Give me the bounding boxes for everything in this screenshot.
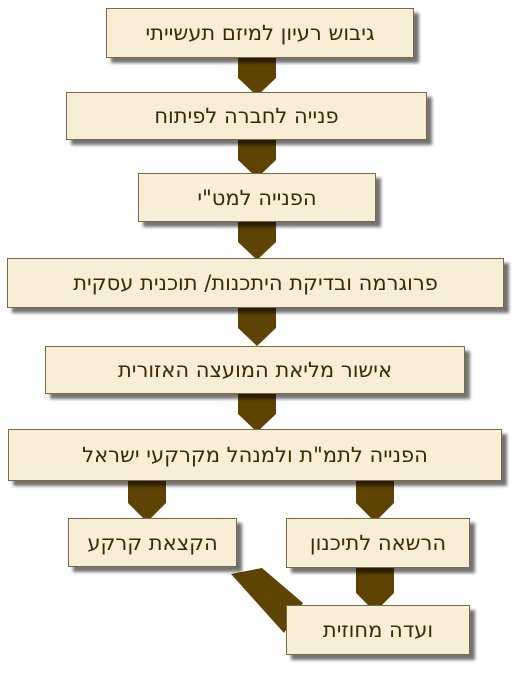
step-ministry-referral: הפנייה לתמ"ת ולמנהל מקרקעי ישראל: [8, 429, 502, 481]
step-matai-referral: הפנייה למט"י: [138, 173, 376, 222]
step-development-company: פנייה לחברה לפיתוח: [66, 92, 427, 140]
step-development-company-label: פנייה לחברה לפיתוח: [154, 104, 339, 128]
arrow-committee-to-land: [231, 568, 303, 633]
step-ministry-referral-label: הפנייה לתמ"ת ולמנהל מקרקעי ישראל: [82, 443, 428, 467]
arrow-4: [238, 308, 276, 346]
step-program-feasibility-label: פרוגרמה ובדיקת היתכנות/ תוכנית עסקית: [73, 271, 438, 295]
step-planning-permit: הרשאה לתיכנון: [286, 518, 470, 568]
step-land-allocation: הקצאת קרקע: [68, 518, 237, 567]
step-idea-formation-label: גיבוש רעיון למיזם תעשייתי: [145, 21, 375, 45]
arrow-5: [238, 394, 276, 432]
arrow-3: [238, 222, 276, 260]
arrow-1: [238, 58, 276, 96]
step-district-committee: ועדה מחוזית: [286, 605, 470, 655]
step-idea-formation: גיבוש רעיון למיזם תעשייתי: [106, 8, 414, 58]
step-district-committee-label: ועדה מחוזית: [322, 618, 434, 642]
step-land-allocation-label: הקצאת קרקע: [87, 530, 218, 555]
step-program-feasibility: פרוגרמה ובדיקת היתכנות/ תוכנית עסקית: [7, 258, 504, 308]
step-planning-permit-label: הרשאה לתיכנון: [309, 531, 447, 555]
step-council-approval: אישור מליאת המועצה האזורית: [45, 346, 465, 394]
arrow-2: [238, 140, 276, 178]
step-council-approval-label: אישור מליאת המועצה האזורית: [117, 358, 393, 382]
arrow-to-land-allocation: [128, 481, 166, 522]
arrow-to-planning-permit: [356, 481, 394, 522]
step-matai-referral-label: הפנייה למט"י: [197, 185, 317, 210]
arrow-to-district-committee: [356, 568, 394, 612]
